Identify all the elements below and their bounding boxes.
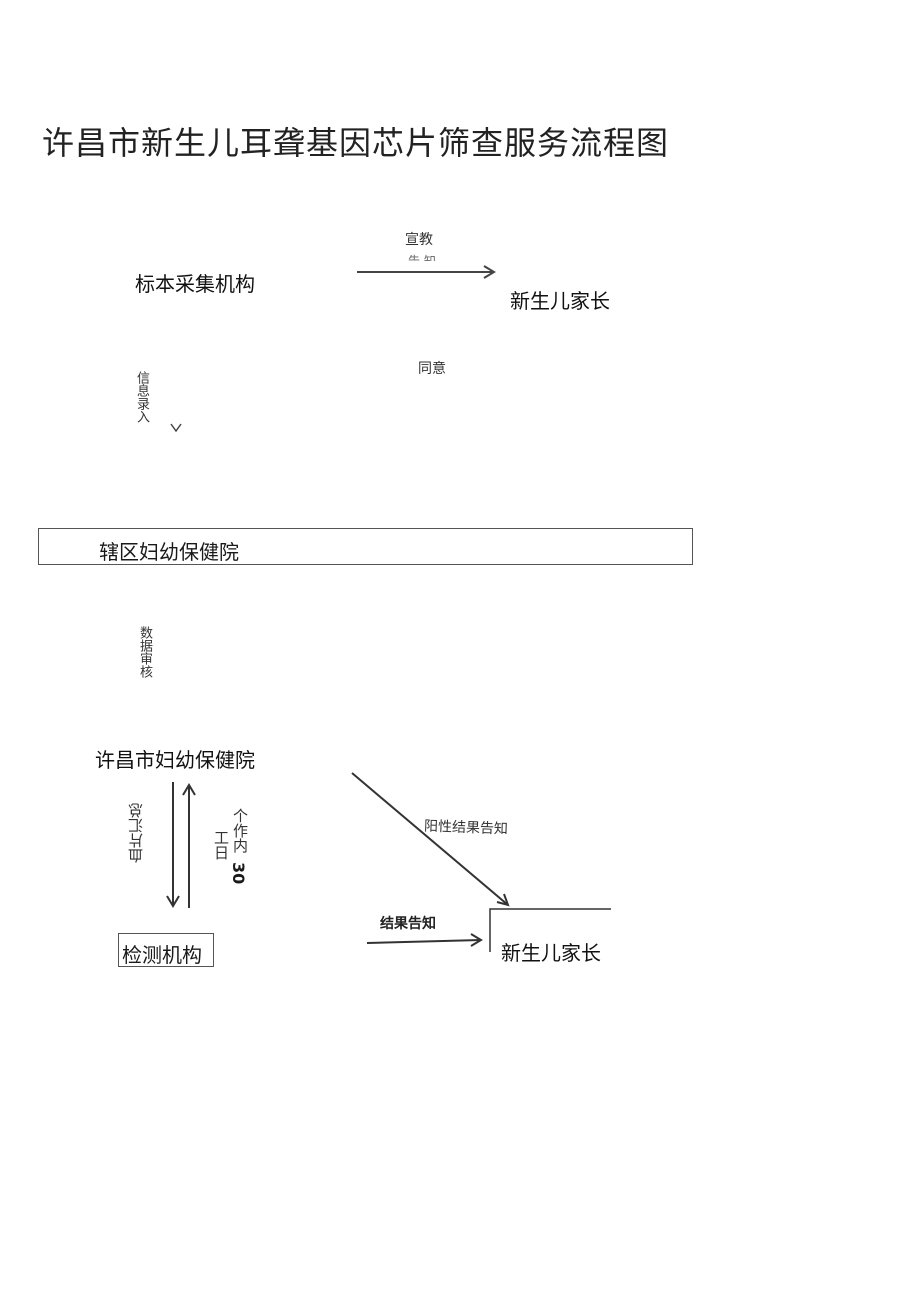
label-education: 宣教 <box>405 232 433 248</box>
label-consent: 同意 <box>418 361 446 377</box>
label-result-notify: 结果告知 <box>380 916 436 932</box>
label-within-days-num: 30 <box>229 862 248 885</box>
node-parents-top: 新生儿家长 <box>510 289 610 313</box>
arrow-info-entry <box>170 423 182 433</box>
label-within-days-b: 工日 <box>212 830 230 860</box>
node-testing-agency-box: 检测机构 <box>118 933 214 967</box>
arrow-education <box>357 265 496 279</box>
arrow-up-30-days <box>182 783 196 908</box>
label-info-entry: 信息录入 <box>134 371 149 423</box>
node-city-mch: 许昌市妇幼保健院 <box>95 748 255 772</box>
label-positive-result-notify: 阳性结果告知 <box>423 818 509 838</box>
label-notify: 告 知 <box>408 254 436 261</box>
arrow-result-notify <box>366 933 483 947</box>
node-district-mch-box: 辖区妇幼保健院 <box>38 528 693 565</box>
arrow-positive-result <box>351 772 510 907</box>
parents-bottom-frame <box>489 908 611 952</box>
page-title: 许昌市新生儿耳聋基因芯片筛查服务流程图 <box>42 124 670 162</box>
label-data-review: 数据审核 <box>137 626 152 678</box>
arrow-down-blood-card <box>166 782 180 908</box>
node-parents-bottom: 新生儿家长 <box>501 941 601 965</box>
node-district-mch: 辖区妇幼保健院 <box>99 540 239 564</box>
label-blood-card-summary: 血片汇总 <box>127 803 145 863</box>
node-testing-agency: 检测机构 <box>122 943 202 967</box>
node-collection-agency: 标本采集机构 <box>135 272 255 296</box>
label-within-days-a: 个作内 <box>231 808 249 853</box>
